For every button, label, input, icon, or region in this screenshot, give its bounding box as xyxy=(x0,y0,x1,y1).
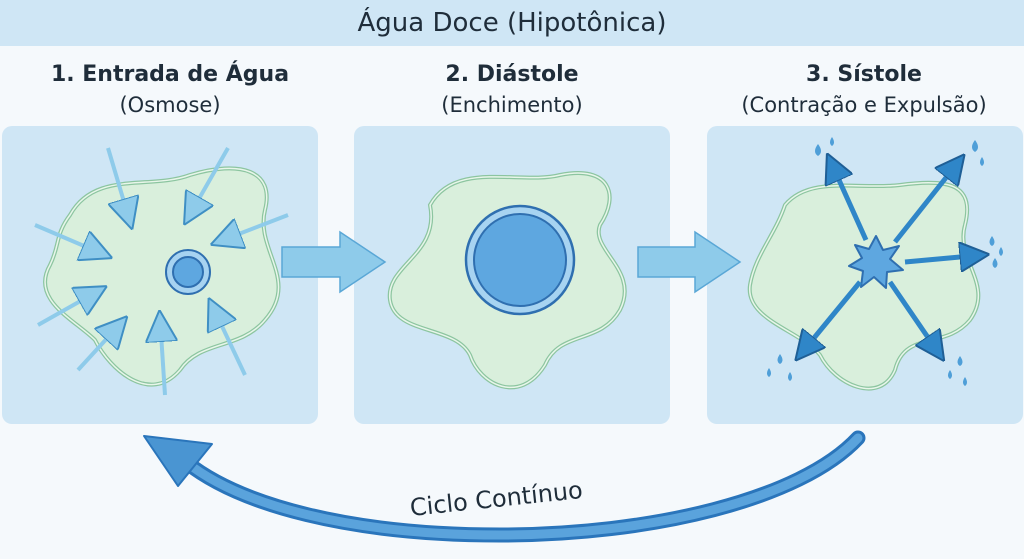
osmosis-arrow-7 xyxy=(160,318,165,396)
stage-1-subtitle: (Osmose) xyxy=(119,93,221,117)
osmosis-arrow-8 xyxy=(212,305,247,376)
osmosis-arrow-1 xyxy=(106,147,130,222)
stage-2-vacuole xyxy=(464,204,576,316)
expulsion-arrow-4 xyxy=(800,280,862,355)
stage-1-heading: 1. Entrada de Água (Osmose) xyxy=(0,60,340,120)
transition-arrow-1 xyxy=(281,230,387,294)
expulsion-arrow-2 xyxy=(893,160,960,244)
stage-2-heading: 2. Diástole (Enchimento) xyxy=(342,60,682,120)
stage-2-subtitle: (Enchimento) xyxy=(441,93,583,117)
expulsion-arrow-3 xyxy=(904,255,982,262)
osmosis-arrow-5 xyxy=(37,290,100,327)
stage-1-title: 1. Entrada de Água xyxy=(50,62,290,87)
stage-3-vacuole xyxy=(848,235,904,289)
expulsion-arrow-5 xyxy=(887,280,940,355)
stage-2-title: 2. Diástole xyxy=(445,62,579,87)
banner-title: Água Doce (Hipotônica) xyxy=(357,8,667,38)
stage-1-vacuole xyxy=(165,249,211,295)
expulsion-arrow-1 xyxy=(830,160,869,242)
osmosis-arrow-6 xyxy=(76,322,122,372)
stage-3-subtitle: (Contração e Expulsão) xyxy=(741,93,987,117)
water-droplets xyxy=(767,137,1003,386)
transition-arrow-2 xyxy=(637,230,742,294)
osmosis-arrow-2 xyxy=(188,147,230,218)
stage-3-title: 3. Sístole xyxy=(806,62,922,87)
title-banner: Água Doce (Hipotônica) xyxy=(0,0,1024,46)
osmosis-arrow-4 xyxy=(218,213,289,242)
osmosis-arrow-3 xyxy=(34,223,105,255)
expulsion-arrows xyxy=(800,160,982,355)
stage-3-heading: 3. Sístole (Contração e Expulsão) xyxy=(694,60,1024,120)
cycle-arrow xyxy=(143,430,866,543)
osmosis-arrows xyxy=(34,147,289,396)
